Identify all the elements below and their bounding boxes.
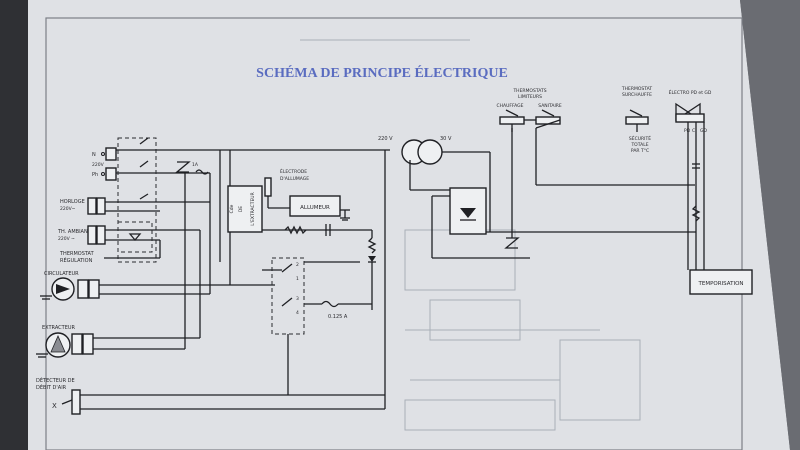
horloge-voltage: 220V~ <box>60 206 76 212</box>
temporisation-label: TEMPORISATION <box>697 281 743 287</box>
th-ambiance-terminal-b <box>96 225 106 245</box>
horloge-terminal-a <box>87 197 97 215</box>
fuse-symbol <box>195 169 209 175</box>
phase-n-label: N <box>92 152 96 158</box>
left-shadow <box>0 0 28 450</box>
th-ambiance-label: TH. AMBIANCE <box>57 229 94 235</box>
mains-voltage-label: 220V <box>92 162 105 168</box>
resistor-3 <box>691 205 701 222</box>
svg-text:1: 1 <box>296 276 299 282</box>
cde-label-2: DE <box>238 206 244 212</box>
cde-label-3: L'EXTRACTEUR <box>250 192 256 225</box>
horloge-label: HORLOGE <box>60 199 85 205</box>
chauffage-label: CHAUFFAGE <box>497 103 524 109</box>
rectifier-bridge <box>431 128 530 259</box>
securite-label-2: TOTALE <box>630 142 648 148</box>
electrovanne: ÉLECTRO PD et GD PD C GD <box>512 88 712 270</box>
c-label: C <box>692 128 695 134</box>
limiteurs-label-2: LIMITEURS <box>518 94 542 100</box>
cde-extracteur-box <box>227 185 263 233</box>
fuse-0125-label: 0.125 A <box>328 314 348 320</box>
fuse-z-symbol <box>175 161 191 173</box>
limiteur-chauffage <box>499 116 525 125</box>
extr-terminal-a <box>71 333 83 355</box>
electrode-symbol <box>264 177 272 197</box>
fuse-0125 <box>321 300 339 308</box>
limiteur-sanitaire <box>535 116 561 125</box>
fuse-rating-label: 1A <box>192 162 199 168</box>
allumeur-label: ALLUMEUR <box>300 205 330 211</box>
surchauffe-contact <box>625 116 649 125</box>
horloge-input: HORLOGE 220V~ <box>60 193 210 215</box>
extracteur: EXTRACTEUR <box>36 325 200 358</box>
temporisation-box <box>689 269 753 295</box>
thermostat-surchauffe: THERMOSTAT SURCHAUFFE SÉCURITÉ TOTALE PA… <box>621 86 653 154</box>
circ-terminal-a <box>77 279 89 299</box>
relay-triangle <box>128 233 142 242</box>
terminal-n <box>105 147 117 161</box>
circulateur: CIRCULATEUR <box>40 271 230 301</box>
detecteur-label-2: DÉBIT D'AIR <box>36 383 67 391</box>
tr-primary-label: 220 V <box>378 136 393 142</box>
limiteurs-label-1: THERMOSTATS <box>512 88 546 94</box>
page-frame <box>45 17 743 450</box>
right-edge <box>740 0 800 450</box>
mains-input: N Ph 220V 1A <box>92 137 220 263</box>
resistor-1 <box>284 225 307 235</box>
detecteur-debit: DÉTECTEUR DE DÉBIT D'AIR X <box>36 376 385 415</box>
relay-contacts: 2 1 3 4 0.125 A <box>262 257 372 395</box>
schematic-title: SCHÉMA DE PRINCIPE ÉLECTRIQUE <box>256 64 508 81</box>
diode-symbol <box>368 256 376 262</box>
thermostats-limiteurs: THERMOSTATS LIMITEURS CHAUFFAGE SANITAIR… <box>497 88 695 186</box>
allumage: ÉLECTRODE D'ALLUMAGE ALLUMEUR <box>262 167 377 310</box>
terminal-ph <box>105 167 117 181</box>
detecteur-label-1: DÉTECTEUR DE <box>36 376 75 384</box>
circ-terminal-b <box>88 279 100 299</box>
electrovanne-label: ÉLECTRO PD et GD <box>669 88 712 96</box>
main-switch-group <box>117 137 157 263</box>
regulation-label-1: THERMOSTAT <box>59 251 95 257</box>
allumeur-box <box>289 195 341 217</box>
horloge-terminal-b <box>96 197 106 215</box>
regulation-relay-box <box>117 221 153 253</box>
transformer-coil-b <box>417 139 443 165</box>
extracteur-label: EXTRACTEUR <box>42 325 76 331</box>
tr-secondary-label: 30 V <box>440 136 452 142</box>
paper-sheet <box>28 0 790 450</box>
circulateur-label: CIRCULATEUR <box>44 271 79 277</box>
x-mark: X <box>52 402 57 410</box>
electrode-label-1: ÉLECTRODE <box>280 167 307 175</box>
surchauffe-label-1: THERMOSTAT <box>621 86 653 92</box>
regulation-label-2: RÉGULATION <box>60 256 93 264</box>
securite-label-3: PAR T°C <box>631 148 649 154</box>
electrode-label-2: D'ALLUMAGE <box>280 176 309 182</box>
svg-text:4: 4 <box>296 310 299 316</box>
temporisation: TEMPORISATION <box>689 269 753 295</box>
regulation-input: THERMOSTAT RÉGULATION <box>59 240 161 264</box>
th-ambiance-voltage: 220V ~ <box>58 236 75 242</box>
svg-text:3: 3 <box>296 296 299 302</box>
phase-ph-label: Ph <box>92 172 98 178</box>
cde-extracteur: Cde DE L'EXTRACTEUR <box>227 185 263 233</box>
extr-terminal-b <box>82 333 94 355</box>
securite-label-1: SÉCURITÉ <box>629 134 651 142</box>
svg-text:2: 2 <box>296 262 299 268</box>
surchauffe-label-2: SURCHAUFFE <box>622 92 652 98</box>
th-ambiance-input: TH. AMBIANCE 220V ~ <box>57 221 200 253</box>
detecteur-terminal <box>71 389 81 415</box>
resistor-2 <box>367 237 377 254</box>
cde-label-1: Cde <box>229 204 235 213</box>
relay-contact-box <box>271 257 305 335</box>
sanitaire-label: SANITAIRE <box>538 103 562 109</box>
show-through <box>300 39 641 431</box>
th-ambiance-terminal-a <box>87 225 97 245</box>
